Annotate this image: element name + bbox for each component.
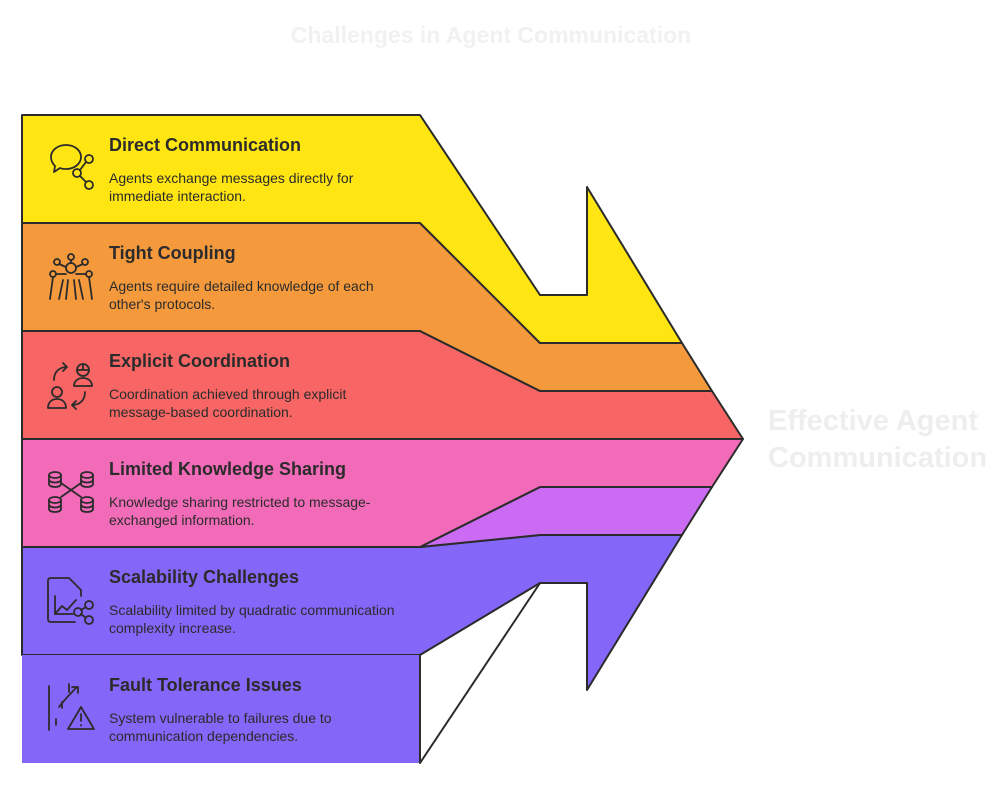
item-title: Scalability Challenges (109, 567, 300, 587)
item-title: Tight Coupling (109, 243, 236, 263)
item-description: System vulnerable to failures due to com… (109, 710, 332, 744)
item-title: Limited Knowledge Sharing (109, 459, 347, 479)
item-description: Agents exchange messages directly for im… (109, 170, 354, 204)
chat-network-icon (45, 141, 97, 193)
road-warning-icon (45, 681, 97, 733)
band-direct-communication (21, 114, 683, 344)
item-title: Explicit Coordination (109, 351, 291, 371)
chart-share-icon (45, 574, 97, 626)
database-network-icon (45, 466, 97, 518)
molecule-network-icon (45, 252, 97, 304)
people-exchange-icon (45, 360, 97, 412)
item-description: Scalability limited by quadratic communi… (109, 602, 395, 636)
band-fault-tolerance-body (22, 655, 420, 763)
item-description: Knowledge sharing restricted to message-… (109, 494, 371, 528)
item-description: Coordination achieved through explicit m… (109, 386, 347, 420)
item-description: Agents require detailed knowledge of eac… (109, 278, 374, 312)
item-title: Direct Communication (109, 135, 302, 155)
diagram-title: Challenges in Agent Communication (290, 22, 692, 48)
target-label: Effective Agent Communication (768, 405, 988, 474)
item-title: Fault Tolerance Issues (109, 675, 302, 695)
